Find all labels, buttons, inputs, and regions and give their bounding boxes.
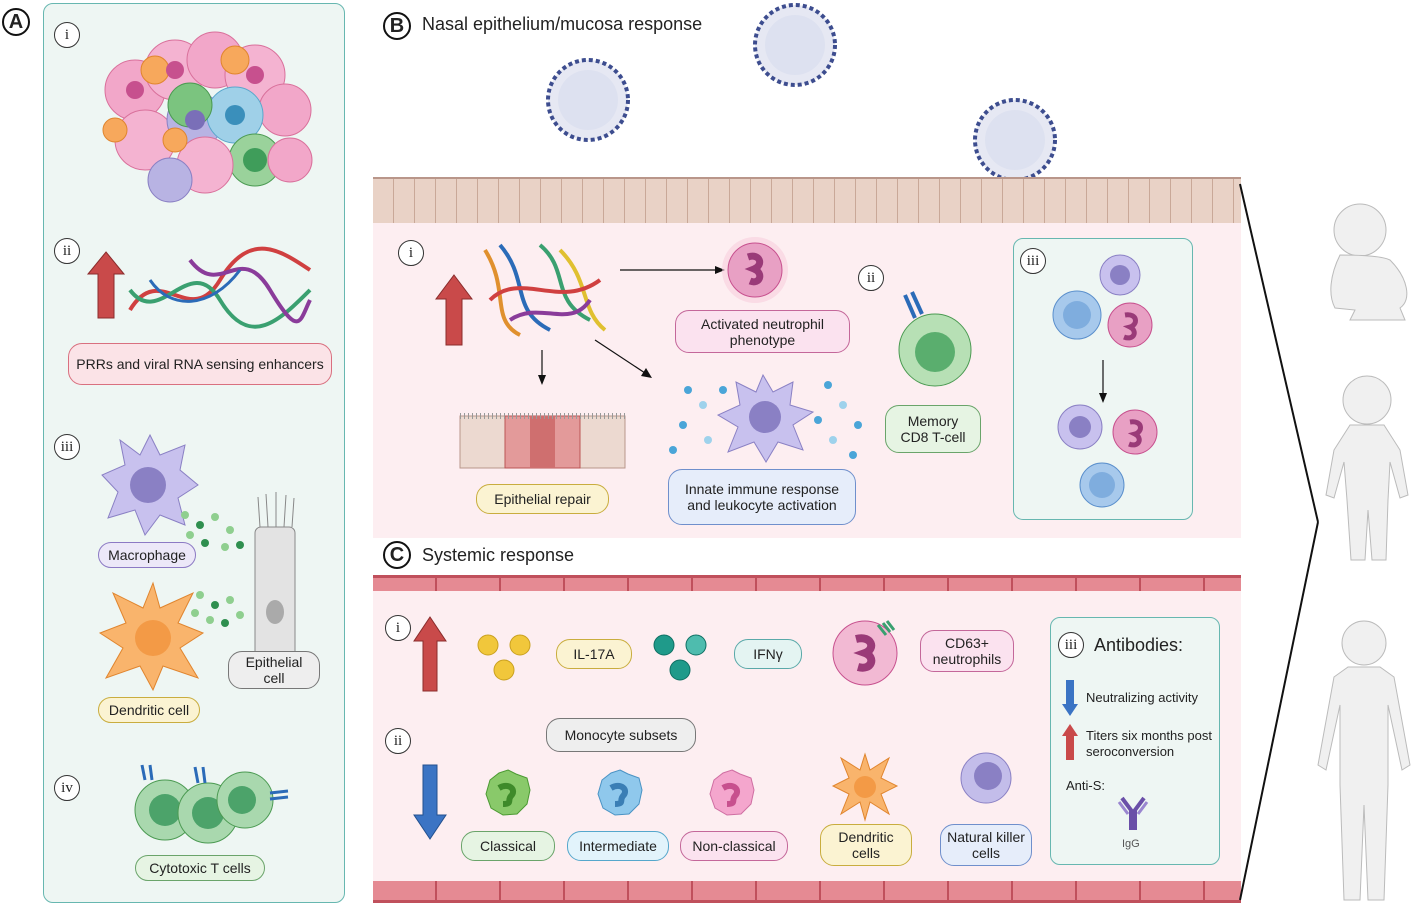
arrows-b xyxy=(538,266,725,385)
virus-particles xyxy=(546,3,1057,182)
antibodies-title: Antibodies: xyxy=(1094,635,1184,655)
memory-label: Memory CD8 T-cell xyxy=(885,405,981,453)
igg-text: IgG xyxy=(1122,838,1140,850)
a-ii-label: ii xyxy=(54,238,80,264)
b-i-label: i xyxy=(398,240,424,266)
titers-text: Titers six months post seroconversion xyxy=(1086,728,1212,759)
rna-strands xyxy=(128,246,312,329)
zoom-lines xyxy=(1239,183,1319,901)
panel-b-title: Nasal epithelium/mucosa response xyxy=(422,14,703,34)
natural-killer-cell xyxy=(960,752,1012,804)
innate-label: Innate immune response and leukocyte act… xyxy=(668,469,856,525)
vessel-wall-bottom xyxy=(373,881,1241,903)
monocyte-label: Monocyte subsets xyxy=(546,718,696,752)
epithelial-label: Epithelial cell xyxy=(228,651,320,689)
nonclassical-label: Non-classical xyxy=(680,831,788,861)
a-iii-label: iii xyxy=(54,434,80,460)
down-arrow-small-icon xyxy=(1062,680,1078,716)
ifng-label: IFNγ xyxy=(734,639,802,669)
macrophage-cell xyxy=(101,433,199,537)
neutralizing-text: Neutralizing activity xyxy=(1086,690,1198,705)
leukocyte-activation xyxy=(669,373,862,463)
anti-s-text: Anti-S: xyxy=(1066,778,1106,793)
nonclassical-monocyte xyxy=(709,769,755,816)
panel-b-letter: B xyxy=(383,12,411,40)
c-i-label: i xyxy=(385,615,411,641)
up-arrow-icon xyxy=(86,251,126,319)
neutrophil-label: Activated neutrophil phenotype xyxy=(675,310,850,353)
rna-cluster xyxy=(483,243,607,337)
ifng-molecules xyxy=(653,634,707,681)
dendritic-label: Dendritic cell xyxy=(98,697,200,723)
epithelial-repair-cells xyxy=(459,413,626,469)
vessel-wall-top xyxy=(373,575,1241,591)
macrophage-label: Macrophage xyxy=(98,542,196,568)
cytotoxic-t-cells xyxy=(134,764,289,844)
up-arrow-icon-c xyxy=(413,616,447,692)
il17a-label: IL-17A xyxy=(556,639,632,669)
cd63-neutrophil xyxy=(832,620,898,686)
nasal-epithelium xyxy=(373,177,1241,226)
down-arrow-icon-c xyxy=(413,764,447,840)
epithelial-cell xyxy=(254,492,296,663)
nk-label: Natural killer cells xyxy=(940,824,1032,866)
intermediate-label: Intermediate xyxy=(567,831,669,861)
a-iv-label: iv xyxy=(54,775,80,801)
dendritic-cells-c xyxy=(831,752,899,822)
cytotoxic-label: Cytotoxic T cells xyxy=(135,855,265,881)
repair-label: Epithelial repair xyxy=(476,484,609,514)
prr-label: PRRs and viral RNA sensing enhancers xyxy=(68,343,332,385)
panel-c-letter: C xyxy=(383,541,411,569)
child-silhouette xyxy=(1317,620,1411,901)
panel-a-letter: A xyxy=(2,8,30,36)
b-iii-label: iii xyxy=(1020,248,1046,274)
igg-antibody-icon xyxy=(1117,796,1149,830)
il17a-molecules xyxy=(477,634,531,681)
memory-cd8-cell xyxy=(898,291,972,387)
b-ii-label: ii xyxy=(858,265,884,291)
toddler-silhouette xyxy=(1325,375,1409,561)
c-iii-label: iii xyxy=(1058,632,1084,658)
immune-cell-cluster xyxy=(102,31,313,203)
activated-neutrophil xyxy=(722,237,788,303)
infant-silhouette xyxy=(1330,203,1408,321)
a-i-label: i xyxy=(54,22,80,48)
up-arrow-icon-b xyxy=(435,274,473,346)
dendritic-c-label: Dendritic cells xyxy=(820,824,912,866)
classical-label: Classical xyxy=(461,831,555,861)
cd63-label: CD63+ neutrophils xyxy=(920,630,1014,672)
classical-monocyte xyxy=(485,769,531,816)
intermediate-monocyte xyxy=(597,769,643,816)
panel-c-title: Systemic response xyxy=(422,545,575,565)
cytokine-dots xyxy=(181,511,244,627)
cell-transition xyxy=(1052,254,1158,508)
dendritic-cell xyxy=(98,581,205,692)
up-arrow-small-icon xyxy=(1062,724,1078,760)
c-ii-label: ii xyxy=(385,728,411,754)
